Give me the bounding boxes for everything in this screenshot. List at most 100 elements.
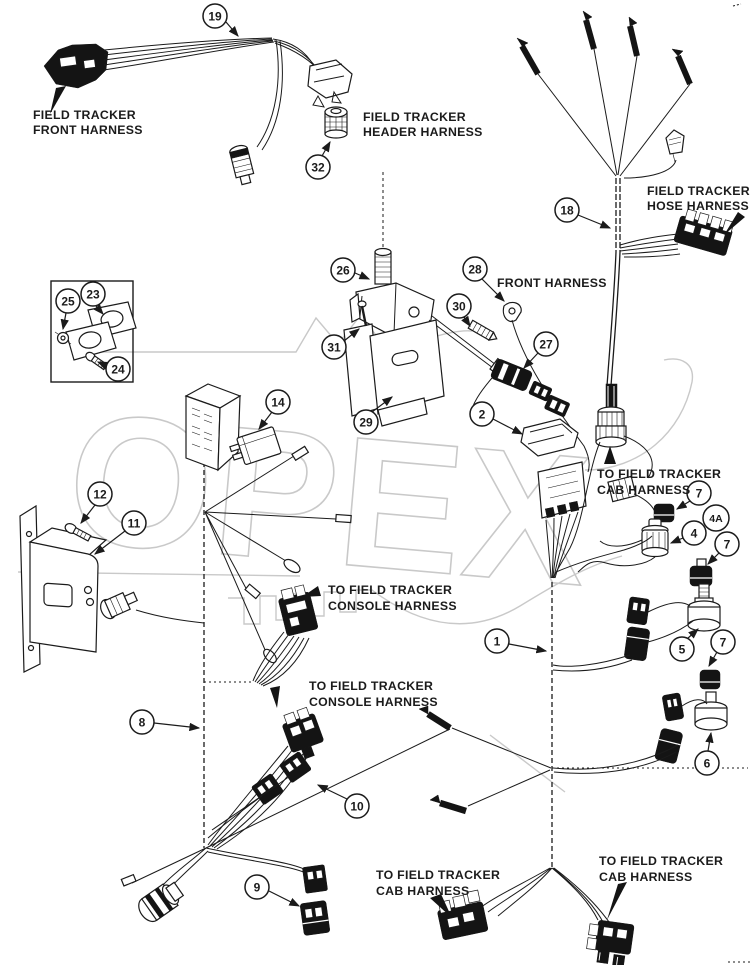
callout-14[interactable]: 14	[258, 389, 291, 430]
label-pointer	[724, 212, 745, 235]
label-console-lower-1: TO FIELD TRACKER	[309, 679, 433, 693]
callout-8[interactable]: 8	[129, 709, 201, 735]
callout-32[interactable]: 32	[305, 140, 331, 180]
svg-text:26: 26	[336, 264, 350, 278]
harness-spine	[606, 251, 621, 387]
switch-detail	[527, 423, 573, 445]
callout-9[interactable]: 9	[244, 874, 301, 907]
callout-7b[interactable]: 7	[707, 531, 740, 565]
label-pointer	[430, 894, 452, 918]
wire	[552, 435, 653, 579]
svg-text:1: 1	[494, 635, 501, 649]
label-cab-bottom-right-2: CAB HARNESS	[599, 870, 693, 884]
spade-terminal	[244, 583, 262, 600]
svg-text:10: 10	[350, 800, 364, 814]
label-front-harness-1: FIELD TRACKER	[33, 108, 136, 122]
callout-7a[interactable]: 7	[675, 480, 712, 510]
callout-5[interactable]: 5	[669, 628, 699, 662]
front-harness-connector	[43, 43, 109, 89]
svg-text:6: 6	[704, 757, 711, 771]
callout-23[interactable]: 23	[80, 281, 106, 315]
callout-31[interactable]: 31	[321, 328, 360, 360]
callout-28[interactable]: 28	[462, 256, 505, 302]
callout-4A[interactable]: 4A	[702, 504, 730, 532]
svg-text:25: 25	[61, 295, 75, 309]
barrel-connector-27	[490, 359, 533, 391]
connector-slot	[59, 55, 78, 68]
label-pointer	[50, 86, 66, 114]
svg-text:5: 5	[679, 643, 686, 657]
label-pointer	[607, 882, 627, 920]
svg-text:11: 11	[128, 517, 141, 531]
spade-terminal	[291, 445, 310, 462]
spade-terminal	[120, 873, 137, 887]
label-console-lower-2: CONSOLE HARNESS	[309, 695, 438, 709]
callout-29[interactable]: 29	[353, 396, 393, 435]
label-cab-harness-mid-2: CAB HARNESS	[597, 483, 691, 497]
callouts: 19 32 18 26 28 30 31 27 29 2 23 25 24 14…	[55, 3, 740, 907]
svg-text:23: 23	[86, 288, 100, 302]
bottom-fan-wires	[479, 867, 613, 927]
bolt-31	[357, 300, 368, 327]
tie-fastener	[418, 705, 452, 731]
callout-4[interactable]: 4	[669, 520, 707, 546]
tie-fastener	[516, 37, 617, 177]
tie-fastener	[429, 794, 467, 815]
sensor-6	[694, 691, 728, 731]
wires	[205, 847, 313, 877]
callout-26[interactable]: 26	[330, 257, 371, 283]
callout-30[interactable]: 30	[446, 293, 472, 327]
wire	[552, 602, 694, 672]
callout-25[interactable]: 25	[55, 288, 81, 331]
label-header-harness-1: FIELD TRACKER	[363, 110, 466, 124]
svg-text:18: 18	[560, 204, 574, 218]
callout-18[interactable]: 18	[554, 197, 612, 229]
svg-text:7: 7	[724, 538, 731, 552]
pressure-sensor-5	[687, 583, 721, 632]
label-front-harness-mid: FRONT HARNESS	[497, 276, 607, 290]
callout-19[interactable]: 19	[202, 3, 239, 37]
callout-6[interactable]: 6	[694, 731, 720, 776]
svg-text:31: 31	[327, 341, 341, 355]
wire-loops	[555, 535, 656, 573]
svg-text:19: 19	[208, 10, 222, 24]
console-connector-upper	[278, 584, 318, 636]
spade-terminal	[335, 513, 352, 524]
hose-harness-connector	[673, 208, 735, 256]
assembly-actuator	[343, 172, 590, 473]
label-cab-bottom-left-1: TO FIELD TRACKER	[376, 868, 500, 882]
wire-fan	[207, 745, 309, 850]
actuator-rod	[428, 315, 501, 372]
callout-27[interactable]: 27	[523, 331, 559, 369]
nut-25	[54, 331, 72, 345]
svg-text:7: 7	[696, 487, 703, 501]
cylindrical-connector	[229, 144, 255, 186]
callout-2[interactable]: 2	[469, 401, 524, 435]
label-pointer	[302, 586, 321, 597]
tie-fastener	[617, 16, 640, 176]
callout-7c[interactable]: 7	[708, 629, 736, 668]
scan-artifact-top	[732, 3, 742, 7]
svg-text:9: 9	[254, 881, 261, 895]
assembly-bottom-left	[120, 751, 330, 936]
module-plug	[100, 591, 139, 620]
switch-wires	[545, 511, 579, 579]
assembly-front-harness	[43, 37, 353, 186]
callout-1[interactable]: 1	[484, 628, 548, 654]
svg-text:14: 14	[271, 396, 285, 410]
bullet-connector	[626, 596, 650, 625]
callout-12[interactable]: 12	[80, 481, 113, 524]
rocker-switch-2	[520, 418, 579, 457]
assembly-left-module	[19, 383, 352, 848]
fuse-block	[184, 383, 242, 472]
harness-spine-upper	[615, 178, 621, 252]
callout-11[interactable]: 11	[94, 510, 147, 555]
callout-24[interactable]: 24	[96, 356, 131, 382]
inline-connector	[528, 381, 552, 402]
svg-text:32: 32	[311, 161, 325, 175]
cap-7c	[699, 669, 721, 690]
wires	[131, 847, 209, 890]
callout-10[interactable]: 10	[316, 784, 370, 819]
round-cab-connector	[595, 383, 627, 448]
screw-30	[467, 319, 498, 341]
